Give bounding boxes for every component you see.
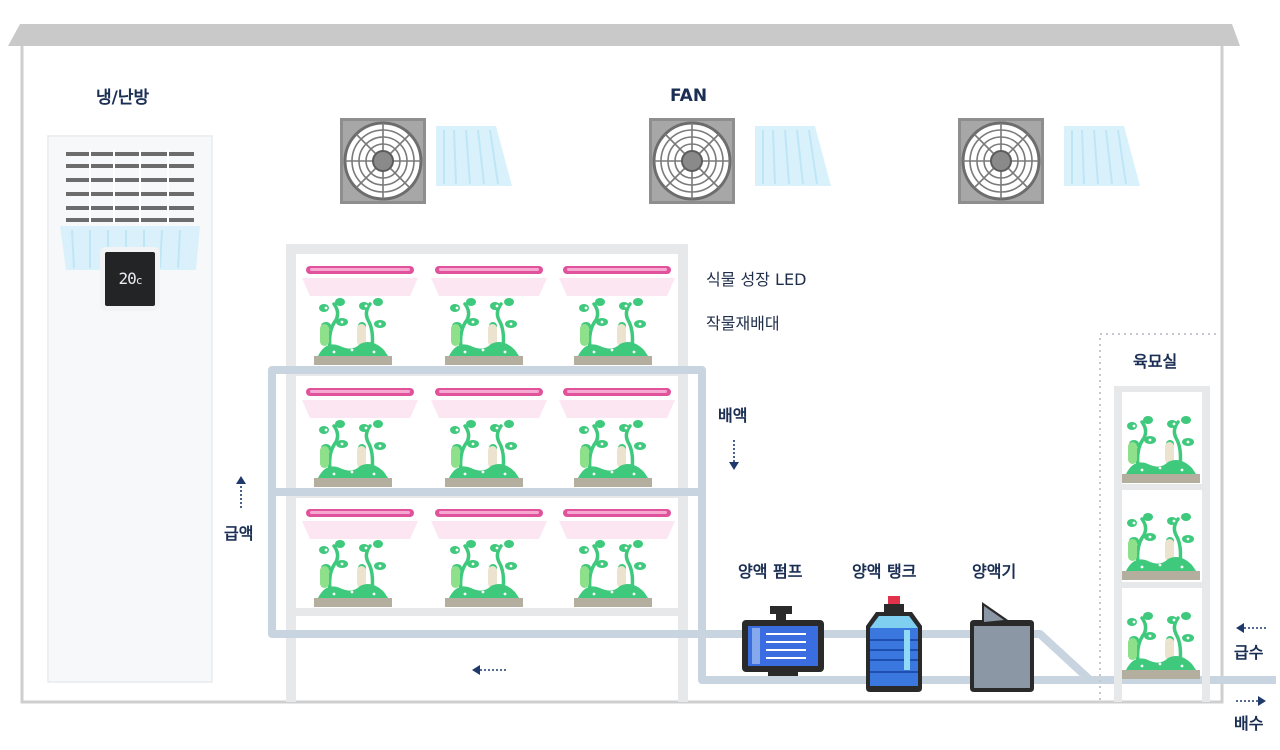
fan-icon [956,116,1046,206]
seedling-icon [572,296,654,367]
nutrient-tank [866,596,922,692]
seedling-icon [572,418,654,489]
seedling-icon [312,296,394,367]
water-in-arrow [1236,623,1266,633]
seedling-icon [443,296,525,367]
nursery-room [1099,333,1218,702]
nutrient-machine [970,602,1034,692]
fan-1 [338,116,513,206]
led-bar-icon [431,266,547,296]
tank-label: 양액 탱크 [852,562,917,581]
fan-icon [647,116,737,206]
seedling-icon [312,418,394,489]
seedling-icon [443,418,525,489]
hvac-display: 20c [105,252,155,306]
fan-2 [647,116,832,206]
hvac-display-value: 20 [118,269,137,288]
pump-label: 양액 펌프 [738,562,803,581]
supply-arrow [236,476,246,508]
led-bar-icon [431,509,547,539]
water-in-label: 급수 [1234,643,1264,662]
water-out-label: 배수 [1234,714,1264,733]
led-label: 식물 성장 LED [706,270,807,289]
flow-arrows [236,440,1266,706]
hvac-label: 냉/난방 [96,88,150,108]
led-bar-icon [559,266,675,296]
seedling-icon [1120,511,1202,582]
seedling-icon [443,538,525,609]
fan-icon [338,116,428,206]
seedling-icon [1120,610,1202,681]
hvac-display-unit: c [135,274,143,287]
nutrient-pump [742,606,824,676]
nutrient-machine-label: 양액기 [972,562,1017,581]
building-wall [20,42,1224,704]
seedling-icon [1120,414,1202,485]
drain-liquid-label: 배액 [718,406,748,425]
water-tank-icon [866,596,922,692]
building-roof [8,24,1240,46]
return-arrow [472,665,506,675]
led-bar-icon [559,509,675,539]
led-bar-icon [302,388,418,418]
nursery-label: 육묘실 [1133,352,1178,371]
fan-label: FAN [670,86,708,106]
seedling-icon [572,538,654,609]
seedling-icon [312,538,394,609]
led-bars [302,266,675,539]
led-bar-icon [431,388,547,418]
nutrient-machine-icon [970,602,1034,692]
drain-arrow [729,440,739,470]
rack-label: 작물재배대 [706,314,780,333]
led-bar-icon [302,266,418,296]
fan-3 [956,116,1141,206]
led-bar-icon [559,388,675,418]
crops [312,296,654,609]
pump-icon [742,606,824,676]
air-conditioner [47,135,213,683]
water-out-arrow [1236,696,1266,706]
supply-liquid-label: 급액 [224,524,254,543]
led-bar-icon [302,509,418,539]
